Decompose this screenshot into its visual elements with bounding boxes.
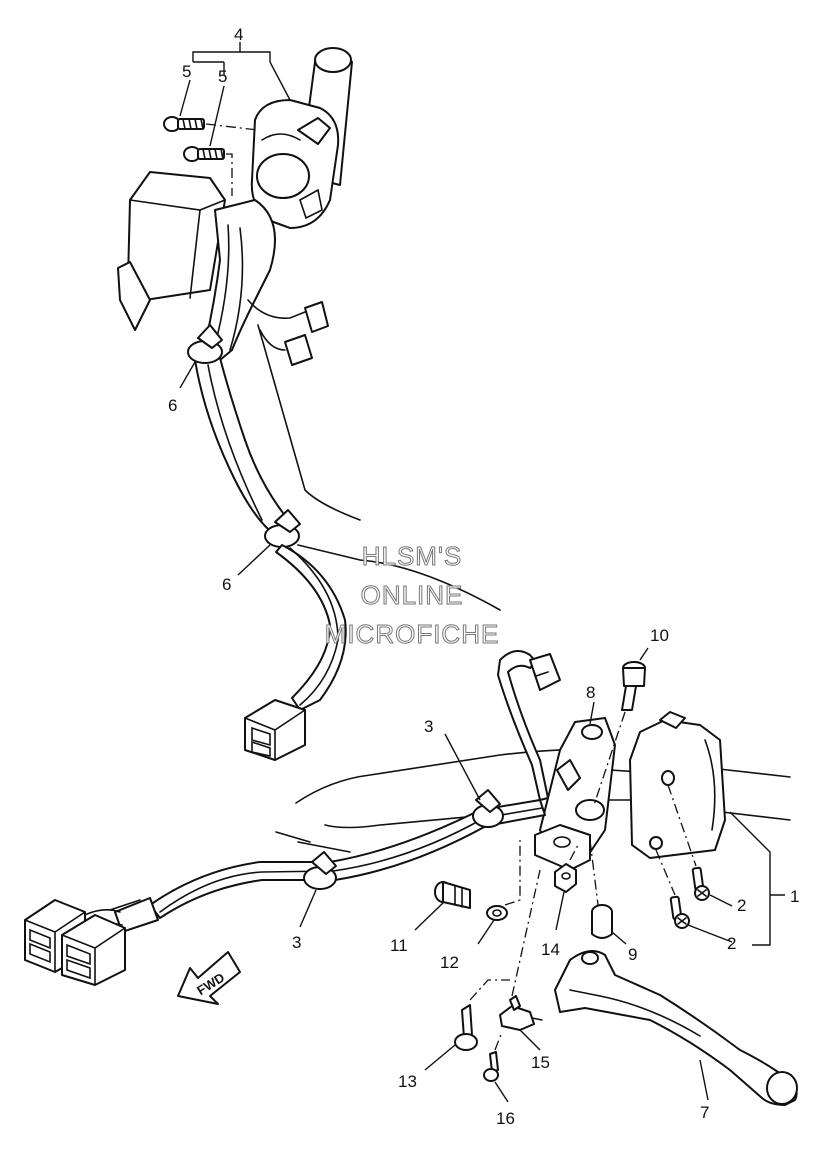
lock-washer[interactable] (486, 905, 508, 921)
callout-8: 8 (586, 683, 595, 702)
handlebar-switch-assembly[interactable] (250, 99, 340, 229)
callout-3-left: 3 (292, 933, 301, 952)
clutch-switch-wire (497, 650, 561, 801)
callout-1: 1 (790, 887, 799, 906)
switch-screw[interactable] (483, 1051, 499, 1082)
callout-labels: 4 5 5 6 6 10 8 3 3 1 2 2 9 14 12 11 13 1… (168, 25, 799, 1128)
callout-13: 13 (398, 1072, 417, 1091)
callout-6-upper: 6 (168, 396, 177, 415)
watermark-line-3: MICROFICHE (325, 619, 500, 649)
callout-5-lower: 5 (218, 67, 227, 86)
leader-lines (179, 42, 785, 1103)
watermark-line-2: ONLINE (361, 580, 464, 610)
multi-pin-connector-lower-b (61, 914, 126, 986)
callout-15: 15 (531, 1053, 550, 1072)
pivot-bolt[interactable] (621, 661, 646, 711)
callout-4: 4 (234, 25, 243, 44)
switch-screw-upper[interactable] (163, 116, 205, 132)
right-switch-housing[interactable] (629, 711, 726, 859)
clutch-lever-holder[interactable] (534, 717, 616, 871)
multi-pin-connector-middle (244, 699, 306, 761)
callout-5-upper: 5 (182, 62, 191, 81)
watermark-line-1: HLSM'S (362, 541, 463, 571)
switch-screw-lower[interactable] (183, 146, 225, 162)
callout-14: 14 (541, 940, 560, 959)
callout-9: 9 (628, 945, 637, 964)
watermark: HLSM'S ONLINE MICROFICHE (324, 541, 500, 650)
clutch-switch[interactable] (499, 995, 543, 1031)
callout-6-middle: 6 (222, 575, 231, 594)
callout-2-lower: 2 (727, 934, 736, 953)
housing-screw-lower[interactable] (669, 895, 690, 929)
cable-clamp-lower-left[interactable] (303, 851, 337, 890)
callout-12: 12 (440, 953, 459, 972)
cable-clamp-lower-right[interactable] (472, 789, 504, 828)
holder-bolt[interactable] (454, 1004, 478, 1051)
hex-nut[interactable] (554, 863, 577, 893)
upper-wire-harness (194, 199, 361, 536)
callout-10: 10 (650, 626, 669, 645)
callout-3-right: 3 (424, 717, 433, 736)
housing-screw-upper[interactable] (691, 866, 710, 901)
forward-direction-arrow: FWD (177, 951, 241, 1005)
callout-7: 7 (700, 1103, 709, 1122)
callout-11: 11 (390, 936, 408, 955)
callout-2-upper: 2 (737, 896, 746, 915)
handlebar-tube (295, 748, 791, 829)
cable-clamp-upper[interactable] (187, 324, 223, 364)
clutch-lever[interactable] (554, 950, 798, 1106)
callout-16: 16 (496, 1109, 515, 1128)
cable-clamp-middle[interactable] (264, 509, 301, 548)
relay-box (117, 171, 226, 331)
adjuster-bolt[interactable] (434, 881, 471, 909)
lever-collar[interactable] (591, 904, 613, 939)
